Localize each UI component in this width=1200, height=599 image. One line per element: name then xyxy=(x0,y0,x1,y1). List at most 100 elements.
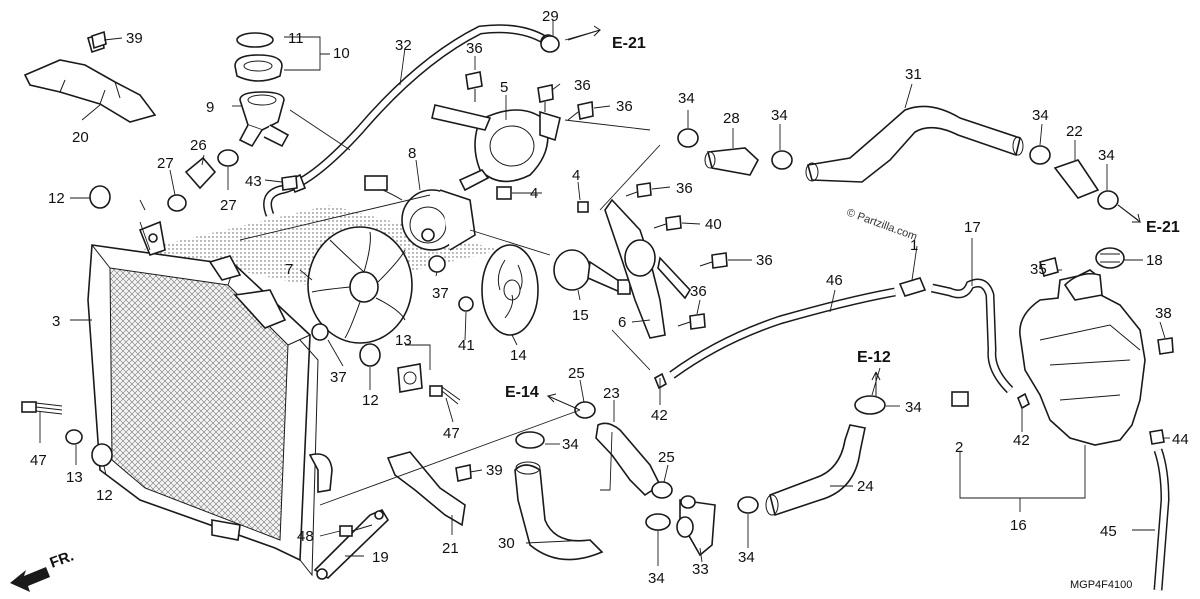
clip-42a xyxy=(653,372,668,390)
callout-29: 29 xyxy=(542,8,559,25)
nut-37a xyxy=(311,323,329,341)
callout-3: 3 xyxy=(52,313,60,330)
callout-10: 10 xyxy=(333,45,350,62)
grommet-12c xyxy=(91,443,113,467)
ref-e21-top: E-21 xyxy=(612,35,646,52)
grommet-12a xyxy=(359,343,381,367)
clamp-34g xyxy=(1029,145,1051,165)
clamp-34f xyxy=(771,150,793,170)
callout-16: 16 xyxy=(1010,517,1027,534)
hose-22 xyxy=(1053,159,1100,199)
clamp-34d xyxy=(854,395,886,415)
callout-11: 11 xyxy=(288,30,304,47)
callout-46: 46 xyxy=(826,272,843,289)
clamp-34e xyxy=(677,128,699,148)
callout-22: 22 xyxy=(1066,123,1083,140)
callout-34g: 34 xyxy=(1032,107,1049,124)
callout-4b: 4 xyxy=(572,167,580,184)
arrow-e21-top xyxy=(567,25,602,41)
callout-4a: 4 xyxy=(530,185,538,202)
cooling-fan xyxy=(307,226,413,344)
callout-37b: 37 xyxy=(432,285,449,302)
ref-e21-right: E-21 xyxy=(1146,219,1180,236)
fan-motor xyxy=(364,175,476,251)
callout-6: 6 xyxy=(618,314,626,331)
callout-24: 24 xyxy=(857,478,874,495)
callout-14: 14 xyxy=(510,347,527,364)
callout-36d: 36 xyxy=(676,180,693,197)
callout-34e: 34 xyxy=(678,90,695,107)
callout-12b: 12 xyxy=(48,190,65,207)
callout-34a: 34 xyxy=(562,436,579,453)
radiator-cap xyxy=(236,32,274,48)
callout-35: 35 xyxy=(1030,261,1047,278)
diagram-code: MGP4F4100 xyxy=(1070,579,1132,591)
callout-31: 31 xyxy=(905,66,922,83)
connector-4a xyxy=(496,186,512,200)
callout-30: 30 xyxy=(498,535,515,552)
damper-13 xyxy=(397,363,423,393)
clamp-29 xyxy=(540,35,560,53)
callout-40: 40 xyxy=(705,216,722,233)
callout-19: 19 xyxy=(372,549,389,566)
arrow-e21-right xyxy=(1117,204,1142,223)
callout-47b: 47 xyxy=(443,425,460,442)
fan-shroud-2 xyxy=(604,198,692,339)
callout-18: 18 xyxy=(1146,252,1163,269)
clamp-34a xyxy=(515,431,545,449)
callout-34h: 34 xyxy=(1098,147,1115,164)
lower-bracket xyxy=(313,508,390,580)
hose-24 xyxy=(769,424,866,517)
fan-motor-2 xyxy=(553,249,631,295)
callout-39a: 39 xyxy=(126,30,143,47)
bolts xyxy=(465,71,728,330)
callout-44: 44 xyxy=(1172,431,1189,448)
nut-37b xyxy=(428,255,446,273)
callout-34f: 34 xyxy=(771,107,788,124)
leader-lines xyxy=(39,20,1170,566)
callout-13b: 13 xyxy=(395,332,412,349)
bolt-35 xyxy=(1039,257,1059,277)
clamp-25a xyxy=(574,401,596,419)
callout-9: 9 xyxy=(206,99,214,116)
front-label: FR. xyxy=(48,548,77,572)
stay-21 xyxy=(386,451,466,527)
arrow-e12 xyxy=(871,371,881,396)
hose-31 xyxy=(807,105,1021,183)
bolt-39b xyxy=(455,464,472,482)
ref-e12: E-12 xyxy=(857,349,891,366)
clamp-25b xyxy=(651,481,673,499)
callout-2: 2 xyxy=(955,439,963,456)
bolt-38 xyxy=(1157,337,1174,355)
front-arrow-icon xyxy=(10,567,50,592)
callout-15: 15 xyxy=(572,307,589,324)
callout-8: 8 xyxy=(408,145,416,162)
filler-neck xyxy=(239,91,285,131)
callout-25b: 25 xyxy=(658,449,675,466)
bolt-47a xyxy=(21,401,63,415)
callout-36f: 36 xyxy=(690,283,707,300)
callout-47a: 47 xyxy=(30,452,47,469)
hose-28 xyxy=(707,147,759,176)
callout-36a: 36 xyxy=(466,40,483,57)
callout-41: 41 xyxy=(458,337,475,354)
bolt-47b xyxy=(429,385,461,405)
callout-numbers: 39 11 10 9 20 26 27 27 43 12 3 7 32 36 5… xyxy=(30,8,1189,591)
arrow-e14 xyxy=(546,393,581,411)
callout-13a: 13 xyxy=(66,469,83,486)
grommet-12b xyxy=(89,185,111,209)
callout-27b: 27 xyxy=(157,155,174,172)
callout-36e: 36 xyxy=(756,252,773,269)
callout-33: 33 xyxy=(692,561,709,578)
pipe-33 xyxy=(679,499,716,557)
clamp-27b xyxy=(167,194,187,212)
callout-17: 17 xyxy=(964,219,981,236)
callout-1: 1 xyxy=(910,237,918,254)
callout-38: 38 xyxy=(1155,305,1172,322)
clip-42b xyxy=(1016,392,1031,410)
reserve-tank xyxy=(1019,269,1146,446)
callout-34b: 34 xyxy=(648,570,665,587)
label-2 xyxy=(951,391,969,407)
joint-1 xyxy=(898,277,927,297)
clamp-34b xyxy=(645,513,671,531)
